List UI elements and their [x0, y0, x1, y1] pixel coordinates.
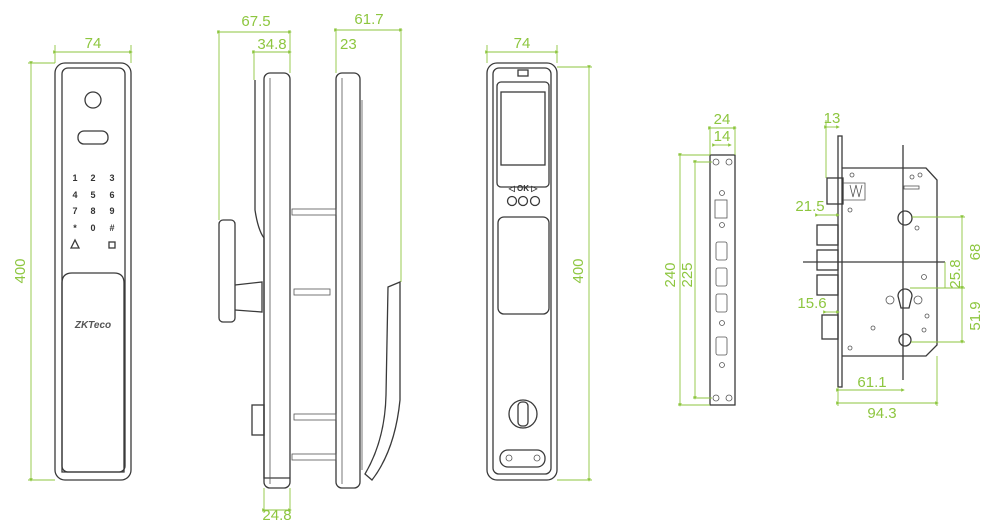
camera-icon [517, 69, 529, 77]
backset-dim: 61.1 [857, 374, 886, 391]
svg-text:2: 2 [90, 173, 95, 183]
keypad: 1 2 3 4 5 6 7 8 9 * 0 # [69, 173, 116, 249]
faceplate-dim: 13 [824, 110, 841, 127]
handle-panel [61, 272, 125, 473]
latch-dim: 21.5 [795, 198, 824, 215]
side-overall-right-dim: 61.7 [354, 11, 383, 28]
cylinder-hole [897, 288, 913, 309]
front-height-dim: 400 [12, 258, 29, 283]
fingerprint-sensor-icon [84, 91, 102, 109]
screen [500, 91, 546, 166]
case-width-dim: 94.3 [867, 405, 896, 422]
svg-text:7: 7 [72, 206, 77, 216]
svg-text:6: 6 [109, 190, 114, 200]
back-height-dim: 400 [570, 258, 587, 283]
svg-text:9: 9 [109, 206, 114, 216]
strike-inner-width-dim: 14 [714, 128, 731, 145]
svg-text:3: 3 [109, 173, 114, 183]
latch-bolt [826, 177, 844, 205]
mortise-lock-body: 13 21.5 15.6 61.1 94.3 68 25.8 51.9 [795, 110, 984, 422]
spindle-to-cylinder-dim: 68 [967, 244, 984, 261]
strike-outer-height-dim: 240 [662, 262, 679, 287]
side-inner-right-dim: 23 [340, 36, 357, 53]
outer-lever [364, 281, 401, 481]
svg-text:1: 1 [72, 173, 77, 183]
ok-nav-label: ◁ OK ▷ [508, 184, 539, 193]
side-overall-left-dim: 67.5 [241, 13, 270, 30]
zkteco-logo: ZKTeco [74, 320, 111, 331]
side-bottom-dim: 24.8 [262, 507, 291, 523]
svg-text:#: # [109, 223, 114, 233]
svg-text:8: 8 [90, 206, 95, 216]
pull-handle [497, 216, 550, 315]
card-slot [77, 130, 109, 145]
back-width-dim: 74 [514, 35, 531, 52]
back-view: ◁ OK ▷ 74 400 [485, 35, 592, 482]
front-view: 1 2 3 4 5 6 7 8 9 * 0 # ZKTeco 74 400 [12, 35, 133, 482]
cylinder-to-screw-dim: 51.9 [967, 301, 984, 330]
side-inner-left-dim: 34.8 [257, 36, 286, 53]
battery-cover [499, 449, 546, 468]
button-icon [506, 195, 518, 207]
svg-text:0: 0 [90, 223, 95, 233]
side-view: 67.5 34.8 24.8 61.7 23 [217, 11, 403, 523]
thumb-turn-icon [508, 399, 538, 429]
lock-icon [108, 241, 116, 249]
inner-knob [218, 219, 236, 323]
button-icon [529, 195, 541, 207]
front-width-dim: 74 [85, 35, 102, 52]
svg-text:*: * [73, 223, 77, 233]
button-icon [517, 195, 529, 207]
strike-plate: 24 14 240 225 [662, 111, 737, 407]
bolt-dim: 15.6 [797, 295, 826, 312]
center-offset-dim: 25.8 [947, 259, 964, 288]
spindle-hole [897, 210, 913, 226]
screw-hole [898, 333, 912, 347]
strike-outer-width-dim: 24 [714, 111, 731, 128]
bell-icon [69, 238, 81, 249]
svg-text:4: 4 [72, 190, 77, 200]
svg-text:5: 5 [90, 190, 95, 200]
strike-inner-height-dim: 225 [679, 262, 696, 287]
